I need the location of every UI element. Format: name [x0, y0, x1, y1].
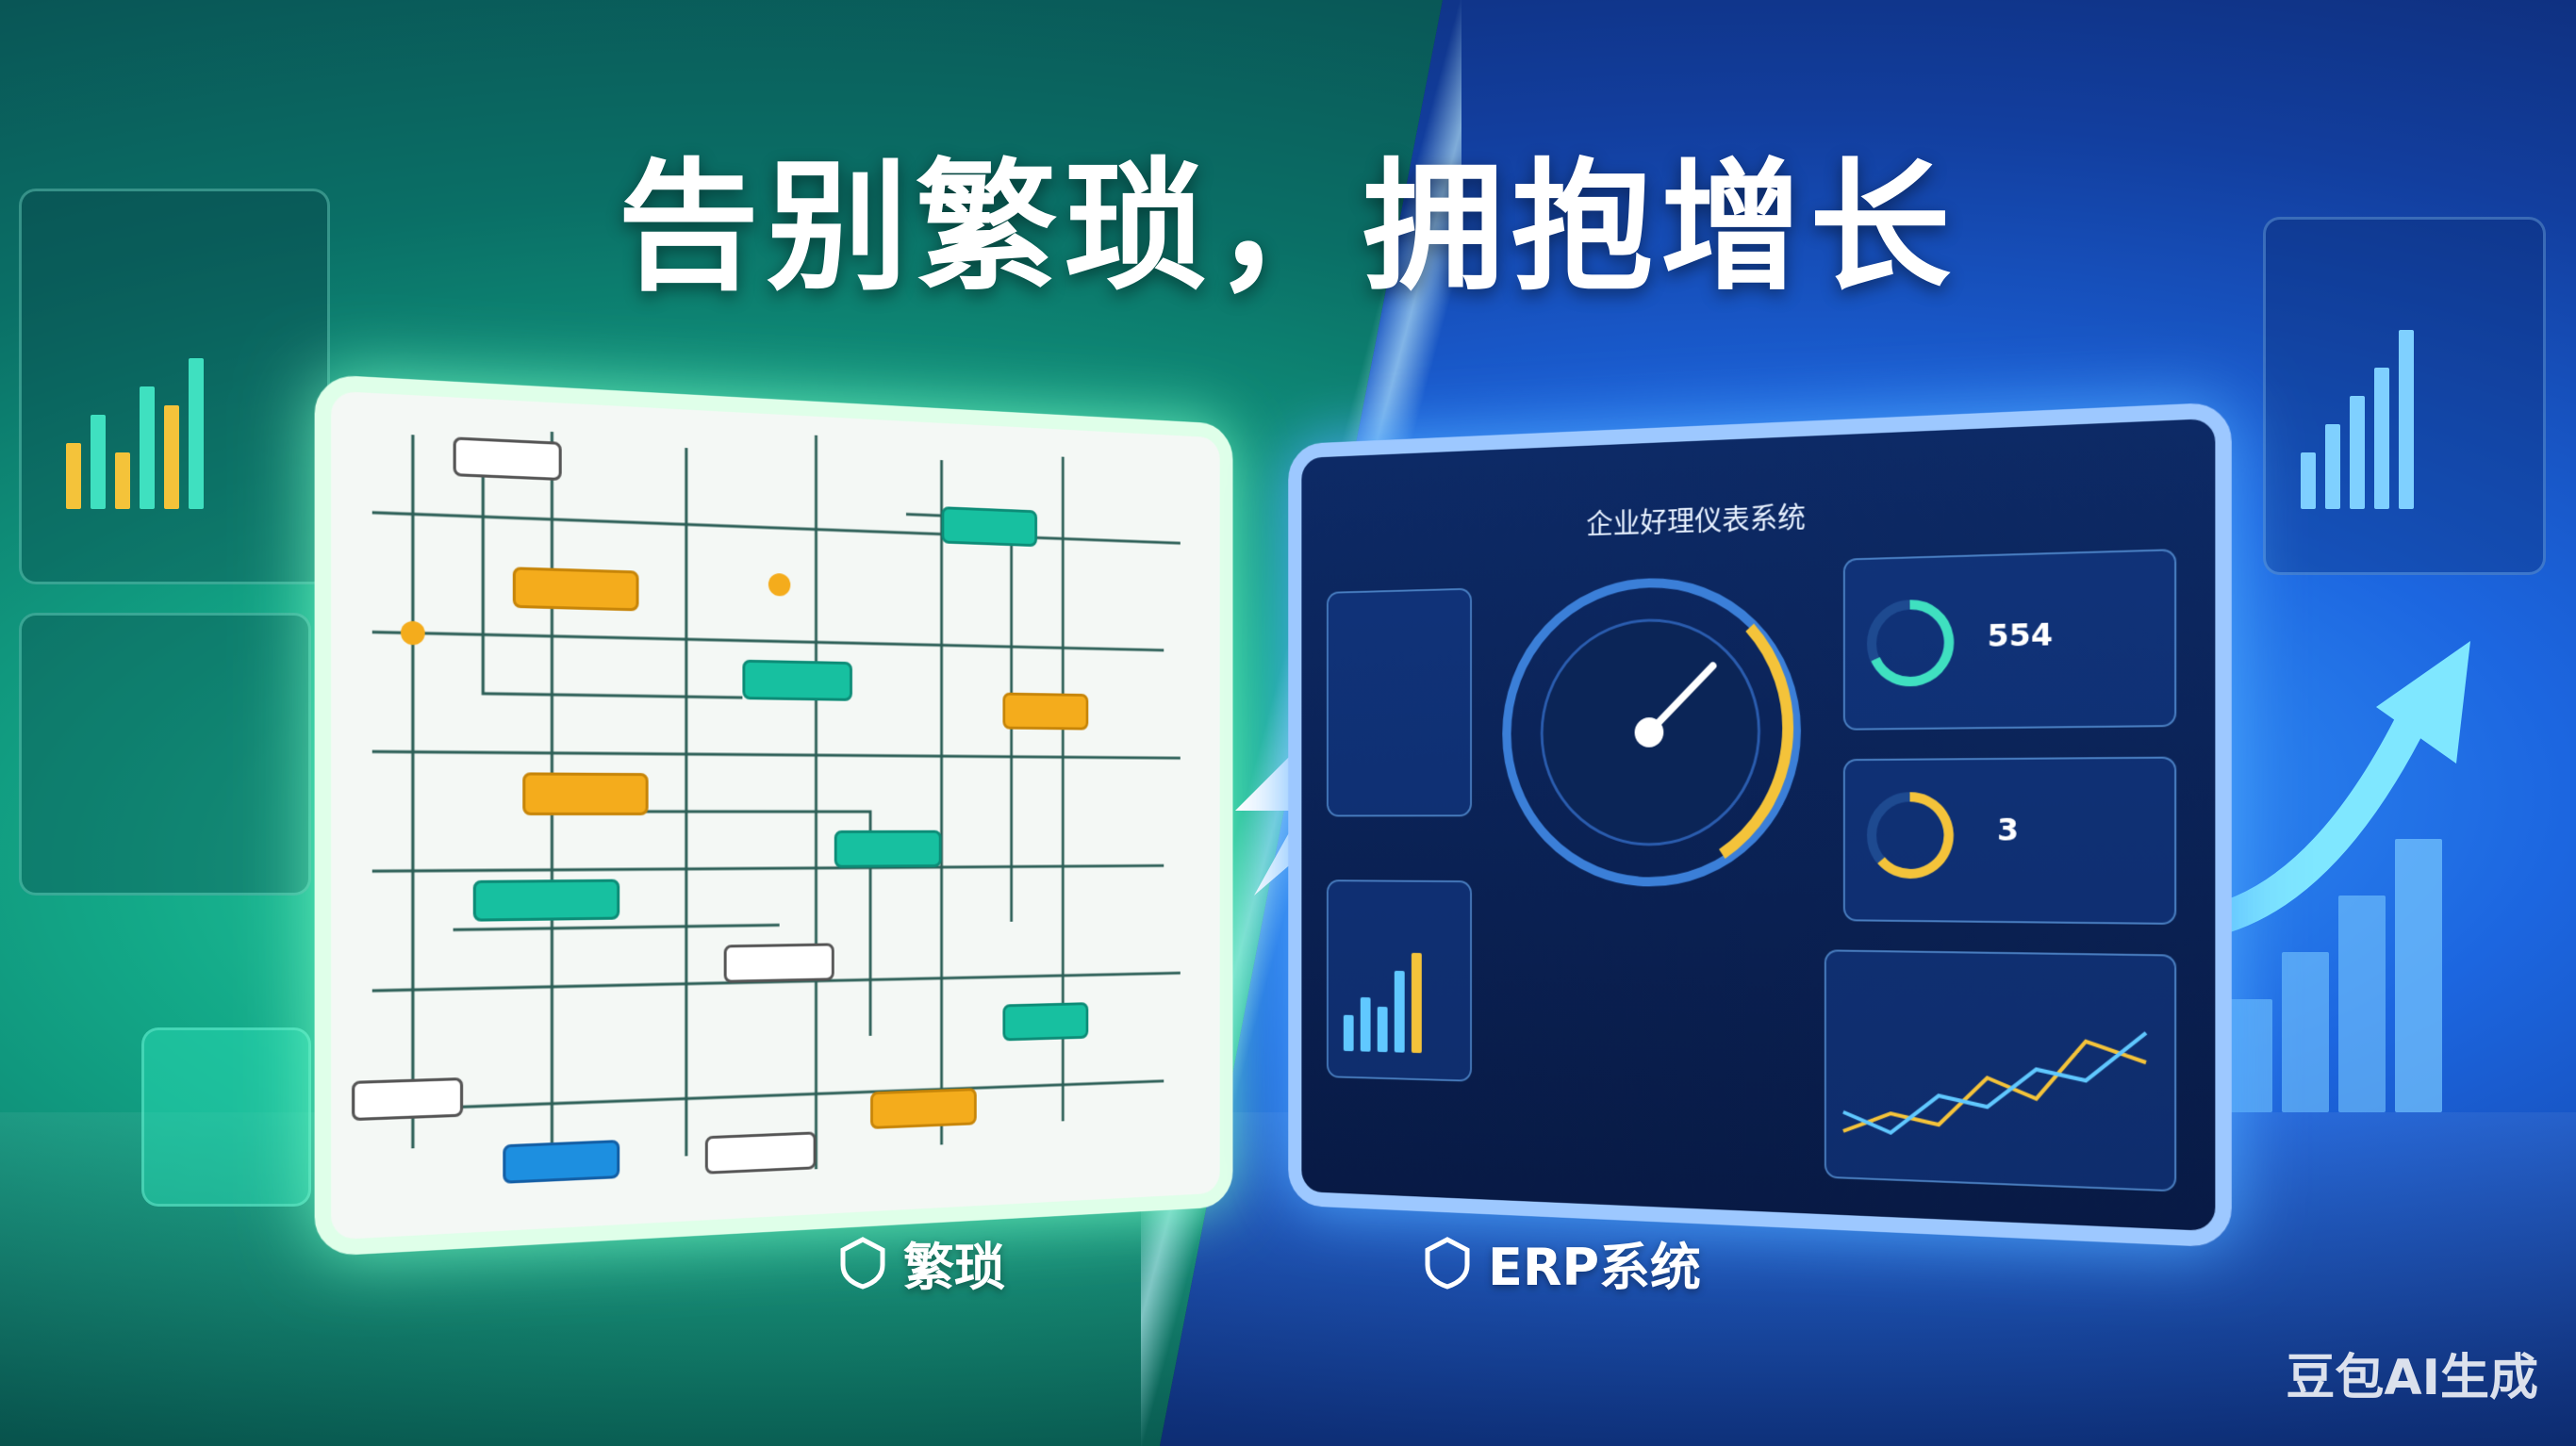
left-bg-list-panel: [19, 613, 311, 896]
growth-arrow-icon: [2188, 641, 2470, 940]
right-caption-text: ERP系统: [1488, 1238, 1702, 1297]
left-caption: 繁琐: [839, 1225, 1005, 1300]
flow-node: [503, 1140, 620, 1184]
flow-node: [941, 506, 1038, 548]
flow-node: [870, 1088, 977, 1129]
erp-bar-chart: [1343, 925, 1422, 1054]
headline: 告别繁琐，拥抱增长: [617, 146, 1958, 310]
erp-line-chart: [1834, 997, 2167, 1172]
erp-list-card: [1327, 587, 1472, 817]
left-caption-text: 繁琐: [903, 1238, 1005, 1297]
left-bg-block: [141, 1027, 311, 1207]
left-tablet-flowchart: [314, 373, 1233, 1257]
flow-node: [522, 772, 649, 815]
right-bg-growth-bars: [2225, 830, 2442, 1112]
shield-icon: [840, 1236, 885, 1290]
left-bg-bar-chart: [66, 339, 204, 509]
flow-node: [472, 879, 620, 922]
flow-node: [723, 943, 834, 983]
right-tablet-dashboard: 企业好理仪表系统 554 3: [1288, 402, 2232, 1248]
erp-title: 企业好理仪表系统: [1586, 501, 1806, 542]
flow-node: [834, 830, 942, 868]
ring-progress-2: [1862, 787, 1958, 884]
flow-node: [742, 659, 852, 701]
flow-node: [453, 436, 562, 482]
right-caption: ERP系统: [1424, 1225, 1701, 1300]
flow-node: [704, 1131, 817, 1175]
right-bg-bar-chart: [2301, 320, 2414, 509]
erp-metric-2: 3: [1996, 811, 2020, 848]
flow-node: [1002, 692, 1089, 731]
flow-node: [352, 1076, 464, 1122]
flowchart-connectors: [331, 391, 1221, 1242]
shield-icon: [1425, 1236, 1470, 1290]
erp-metric-1: 554: [1987, 616, 2054, 654]
flow-node: [1002, 1002, 1089, 1042]
speedometer-gauge: [1489, 559, 1814, 901]
flow-node: [512, 567, 639, 612]
watermark: 豆包AI生成: [2286, 1350, 2538, 1406]
left-bg-chart-panel: [19, 189, 330, 584]
ring-progress-1: [1862, 594, 1958, 692]
